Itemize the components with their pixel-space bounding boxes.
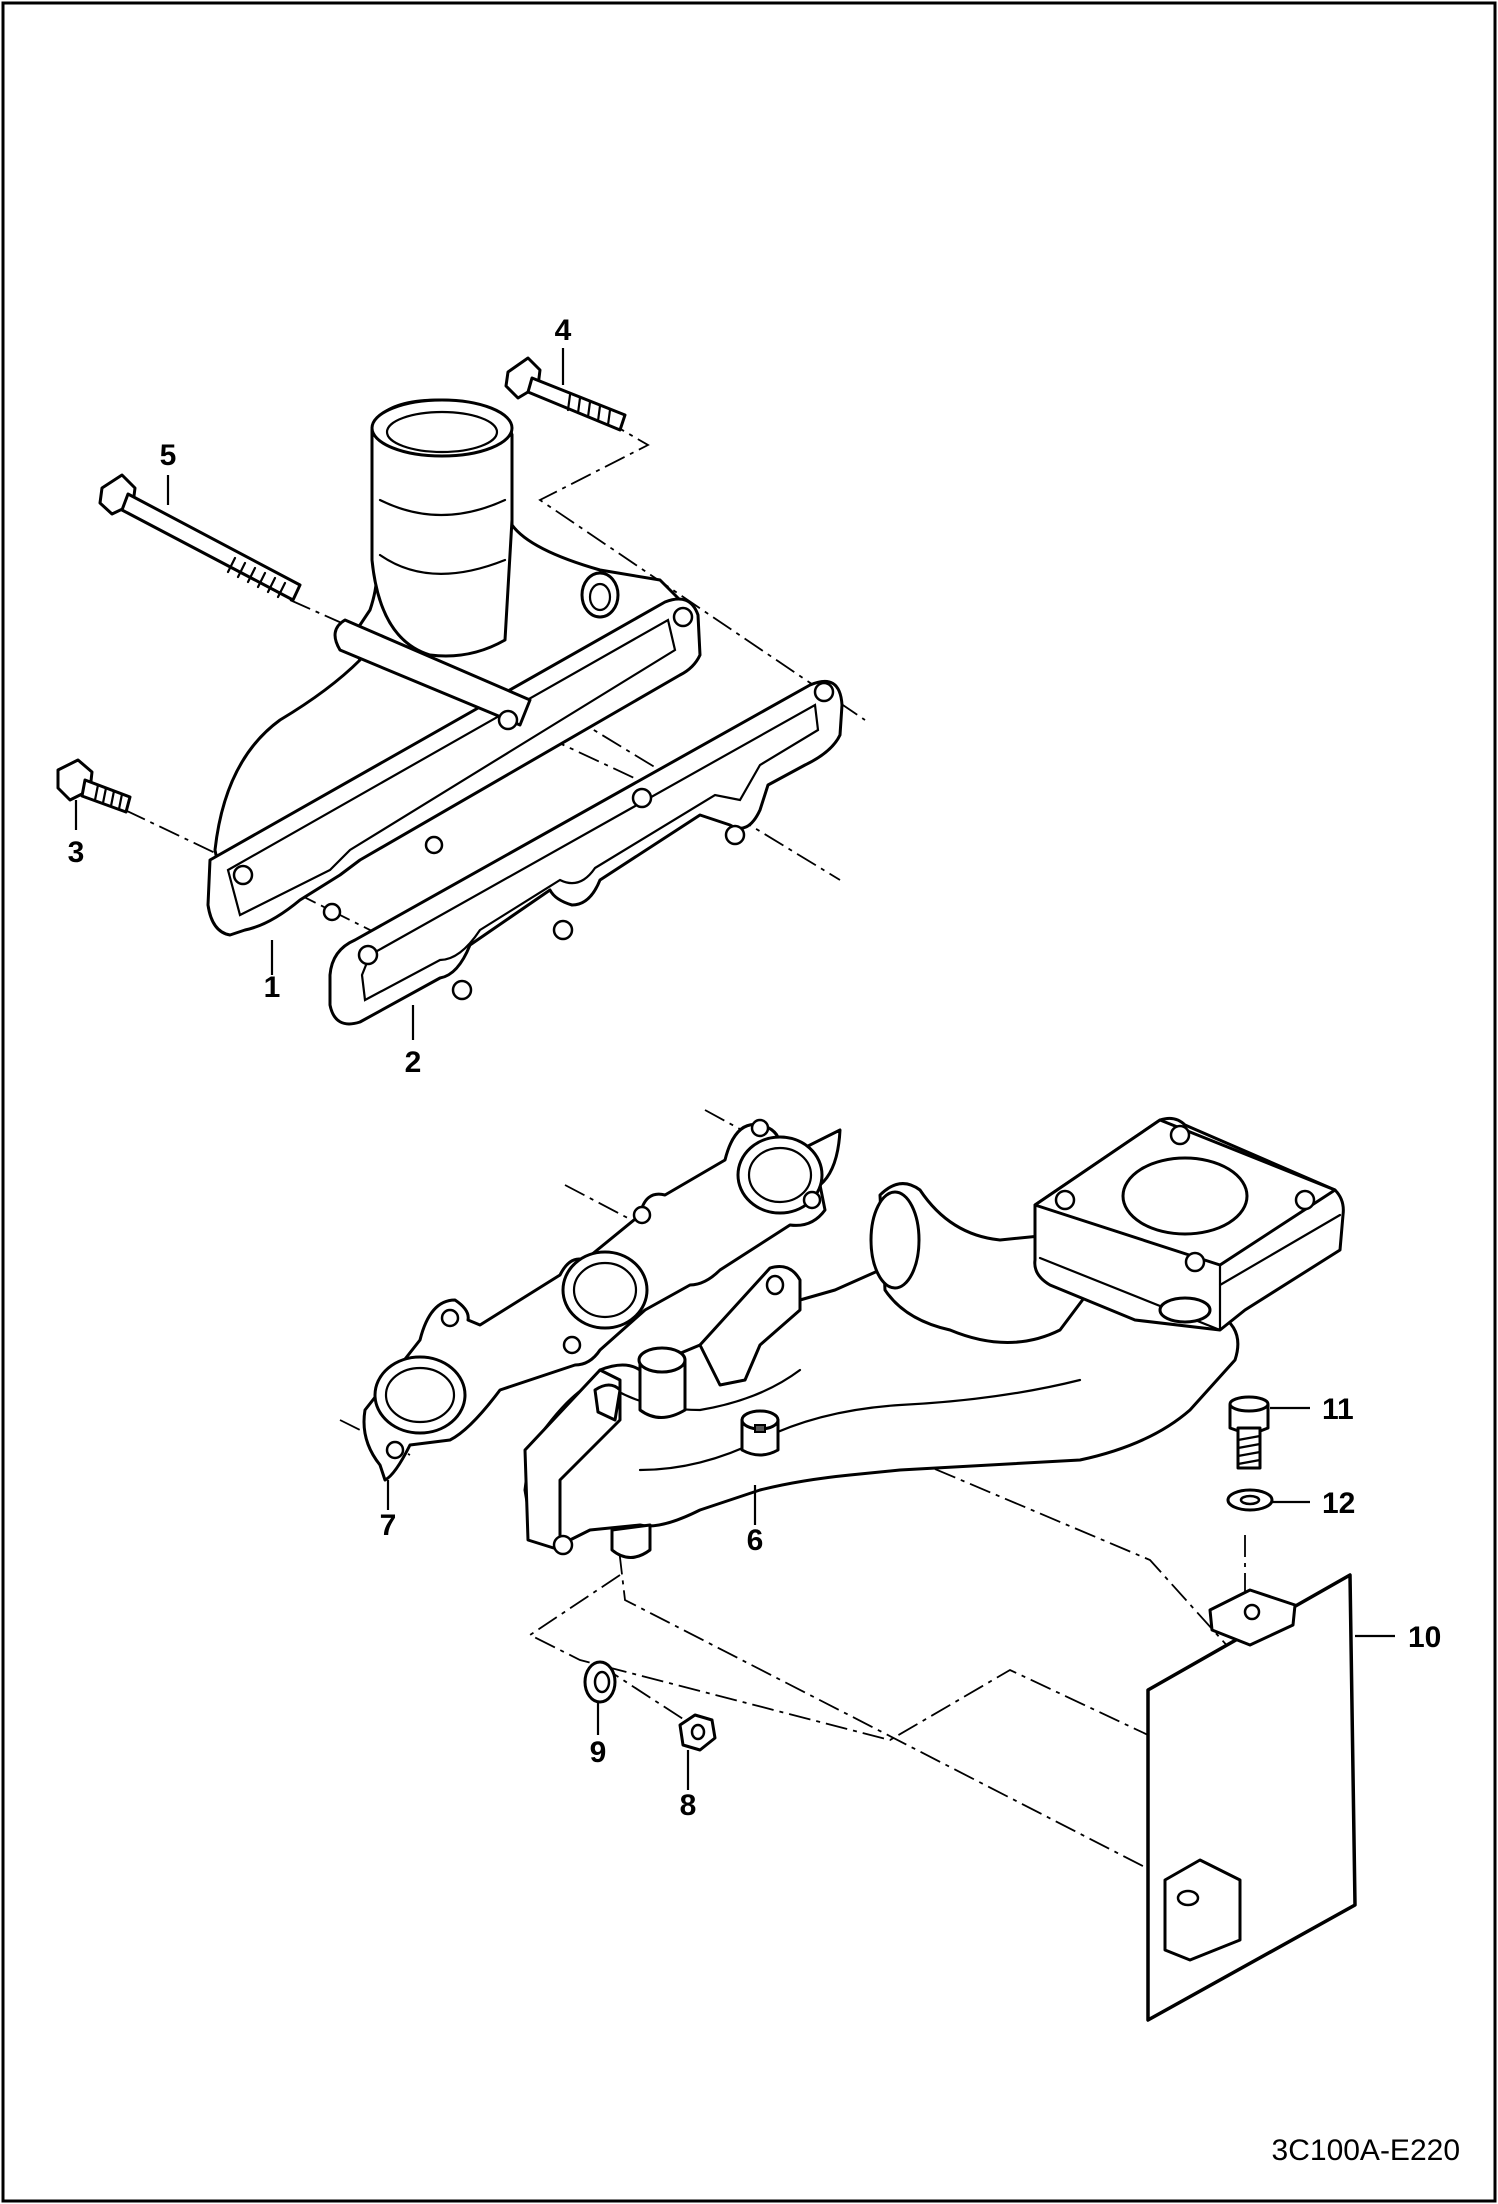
callout-3: 3 [68,836,85,869]
housing-1-hole [322,902,342,922]
callout-6: 6 [747,1524,764,1557]
callout-labels: 1 2 3 4 5 6 7 8 9 10 11 12 [68,314,1442,1822]
bolt-3 [56,758,132,814]
lower-assembly [339,1109,1395,2022]
bolt-5 [98,473,302,602]
nut-8 [678,1713,717,1752]
housing-1-hole [672,606,694,628]
water-outlet-housing-1 [206,398,702,937]
callout-5: 5 [160,439,177,472]
flange-hole [1184,1251,1206,1273]
housing-1-hole [424,835,444,855]
diagram-code: 3C100A-E220 [1272,2134,1460,2167]
bolt-11 [1228,1395,1270,1470]
outlet-pipe-opening [370,398,514,458]
centerline-stud-nut [599,1664,701,1731]
gasket-7-hole [385,1440,405,1460]
gasket-7-hole [440,1308,460,1328]
gasket-2-hole [451,979,473,1001]
gasket-2-hole [813,681,835,703]
callout-12: 12 [1322,1487,1355,1520]
gasket-2-hole [357,944,379,966]
callout-10: 10 [1408,1621,1441,1654]
callout-7: 7 [380,1509,397,1542]
exhaust-manifold-6 [523,1116,1345,1559]
washer-9 [583,1660,617,1704]
gasket-2 [328,679,844,1026]
outlet-flange-opening [1121,1156,1249,1236]
bolt-4 [504,356,627,432]
centerline-stud [528,1574,1181,1751]
gasket-7-hole [750,1118,770,1138]
gasket-7-hole [632,1205,652,1225]
upper-assembly [56,348,866,1040]
flange-hole [1169,1124,1191,1146]
manifold-6-hole [552,1534,574,1556]
callout-2: 2 [405,1046,422,1079]
flange-hole [1294,1189,1316,1211]
callout-4: 4 [555,314,572,347]
manifold-boss [638,1358,687,1419]
gasket-2-hole [631,787,653,809]
gasket-2-hole [552,919,574,941]
heat-shield-10 [1146,1573,1357,2022]
gasket-2-hole [724,824,746,846]
callout-1: 1 [264,971,281,1004]
callout-11: 11 [1322,1393,1354,1426]
housing-1-hole [232,864,254,886]
callout-8: 8 [680,1789,697,1822]
flange-hole [1054,1189,1076,1211]
gasket-7-hole [562,1335,582,1355]
gasket-7-hole [802,1190,822,1210]
housing-1-hole [497,709,519,731]
callout-9: 9 [590,1736,607,1769]
centerline-shield [759,1394,1241,1661]
gasket-7 [362,1118,842,1482]
washer-12 [1226,1488,1274,1512]
